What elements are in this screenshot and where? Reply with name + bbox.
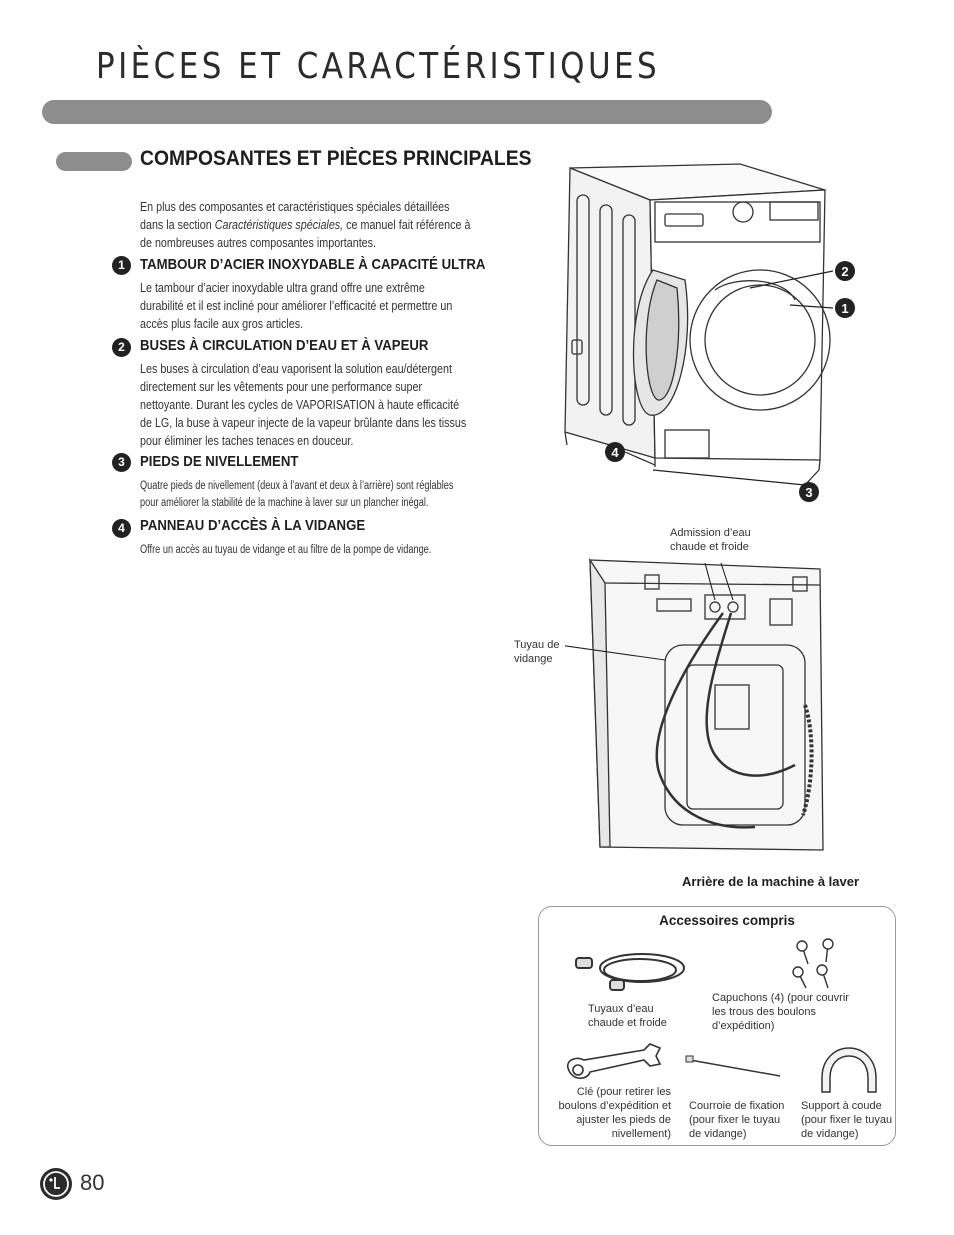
title-bar [42,100,772,124]
intro-after: ce manuel fait référence à de nombreuses… [140,218,471,250]
elbow-support-icon [821,1047,877,1093]
tie-strap-icon [685,1055,781,1077]
section-title: COMPOSANTES ET PIÈCES PRINCIPALES [140,147,532,170]
water-hoses-icon [575,953,685,991]
intro-text: En plus des composantes et caractéristiq… [140,198,471,252]
item-heading-1: TAMBOUR D’ACIER INOXYDABLE À CAPACITÉ UL… [140,256,486,273]
item-heading-2: BUSES À CIRCULATION D’EAU ET À VAPEUR [140,337,429,354]
item-number-3: 3 [112,453,131,472]
intro-before: En plus des composantes et caractéristiq… [140,200,450,232]
front-callout-3: 3 [805,485,812,500]
washer-rear-illustration [565,557,824,851]
accessories-title: Accessoires compris [659,913,795,928]
section-pill [56,152,132,171]
front-callout-1: 1 [841,301,848,316]
elbow-label: Support à coude (pour fixer le tuyau de … [801,1100,893,1140]
item-text-2: Les buses à circulation d’eau vaporisent… [140,362,467,448]
item-number-4: 4 [112,519,131,538]
front-callout-4: 4 [611,445,619,460]
washer-front-illustration: 2 1 4 3 [564,163,855,502]
item-text-1: Le tambour d’acier inoxydable ultra gran… [140,281,453,331]
tie-label: Courroie de fixation (pour fixer le tuya… [689,1100,785,1140]
caps-label: Capuchons (4) (pour couvrir les trous de… [712,992,849,1032]
item-heading-3: PIEDS DE NIVELLEMENT [140,453,299,470]
rear-drain-label: Tuyau de vidange [514,639,560,665]
page-number: 80 [80,1170,105,1195]
hoses-label: Tuyaux d’eau chaude et froide [588,1003,667,1029]
item-text-4: Offre un accès au tuyau de vidange et au… [140,544,432,556]
accessories-box [538,906,896,1146]
item-number-2: 2 [112,338,131,357]
wrench-icon [566,1043,662,1080]
item-text-3: Quatre pieds de nivellement (deux à l’av… [140,480,454,509]
front-callout-2: 2 [841,264,848,279]
rear-inlet-label: Admission d’eau chaude et froide [670,527,751,553]
lg-logo [40,1168,72,1200]
rear-caption: Arrière de la machine à laver [682,874,860,889]
item-number-1: 1 [112,256,131,275]
item-heading-4: PANNEAU D’ACCÈS À LA VIDANGE [140,517,366,534]
intro-italic: Caractéristiques spéciales, [214,218,344,232]
page-title: PIÈCES ET CARACTÉRISTIQUES [96,46,661,87]
wrench-label: Clé (pour retirer les boulons d’expéditi… [558,1086,671,1140]
caps-icon [792,938,834,989]
